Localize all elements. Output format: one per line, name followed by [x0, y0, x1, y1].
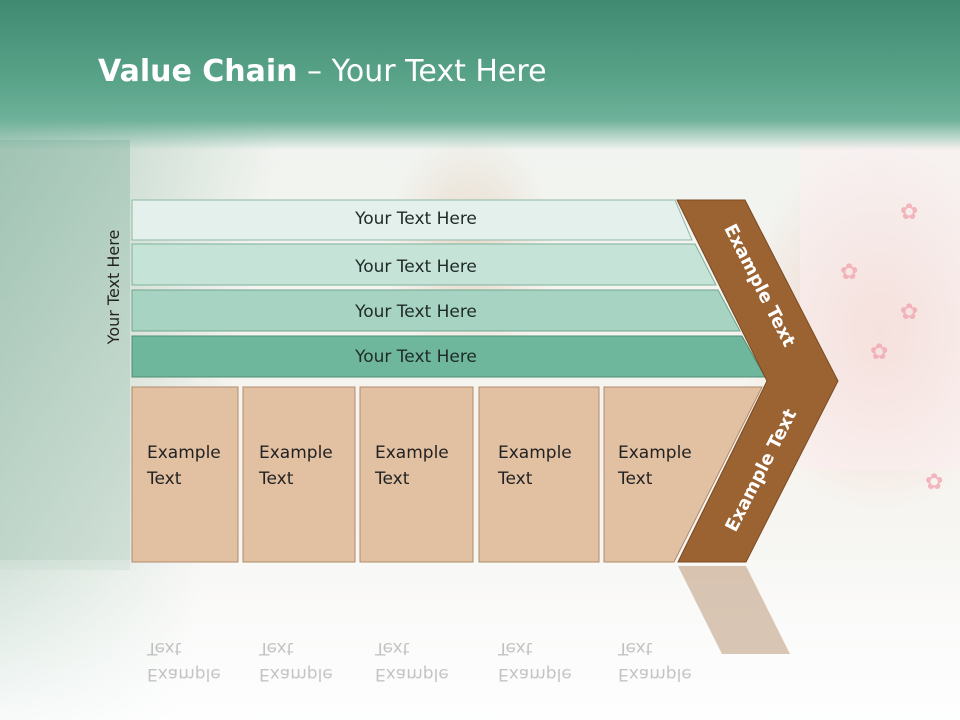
support-bar-1 [131, 199, 693, 241]
background-shopping-bag [0, 140, 130, 570]
support-bar-3-label: Your Text Here [355, 302, 477, 322]
margin-chevron-reflection [678, 566, 790, 654]
activity-box-2-label: Example Text [259, 443, 333, 489]
flower-decoration-icon: ✿ [900, 300, 919, 325]
support-bar-2 [131, 243, 717, 286]
support-bar-1-label: Your Text Here [355, 209, 477, 229]
flower-decoration-icon: ✿ [870, 340, 889, 365]
slide-title: Value Chain – Your Text Here [98, 54, 547, 89]
title-banner [0, 0, 960, 150]
background-fade [0, 560, 960, 720]
margin-chevron [676, 199, 839, 563]
background-floral-bag [800, 140, 960, 470]
support-bar-2-label: Your Text Here [355, 257, 477, 277]
activity-box-1 [131, 386, 239, 563]
activity-box-1-label: Example Text [147, 443, 221, 489]
support-bar-4-label: Your Text Here [355, 347, 477, 367]
activity-box-4-label: Example Text [498, 443, 572, 489]
activity-box-3-label: Example Text [375, 443, 449, 489]
title-bold: Value Chain [98, 54, 298, 89]
support-bar-3 [131, 289, 741, 332]
activity-box-5-label: Example Text [618, 443, 692, 489]
flower-decoration-icon: ✿ [925, 470, 944, 495]
activity-box-5 [603, 386, 763, 563]
title-rest: – Your Text Here [297, 54, 547, 89]
activity-box-4 [478, 386, 600, 563]
activity-box-2 [242, 386, 356, 563]
flower-decoration-icon: ✿ [840, 260, 859, 285]
activity-box-3 [359, 386, 474, 563]
flower-decoration-icon: ✿ [900, 200, 919, 225]
